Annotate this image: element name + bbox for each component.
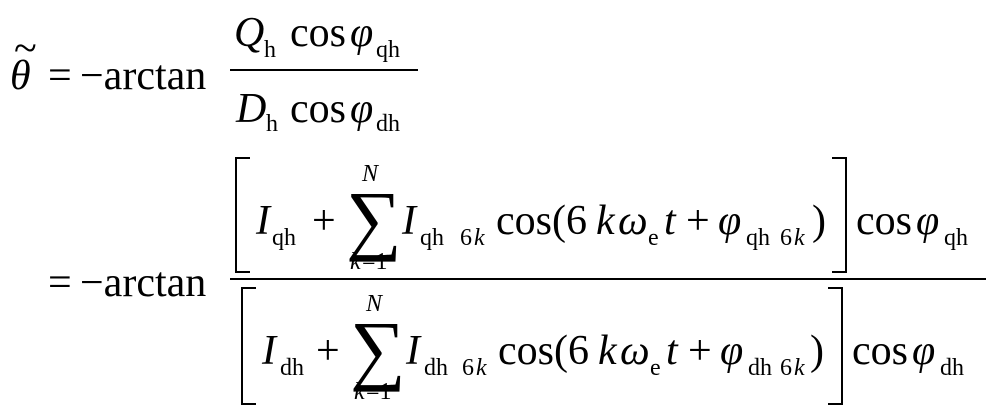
phi-symbol: φ [718,198,742,244]
cos-open: cos(6 [498,328,589,374]
plus-sign: + [316,328,340,374]
q-sub: h [264,37,276,63]
cos-text: cos [856,198,912,244]
neg-arctan: −arctan [80,260,207,306]
close-paren: ) [810,328,824,374]
sum-lower-eq: =1 [366,379,392,405]
ik-var: I [406,328,420,374]
sum-upper: N [366,291,383,317]
omega-symbol: ω [618,198,648,244]
i-sub: dh [280,355,304,381]
phi-sub: qh [376,37,400,63]
phi-sub-b: 6 [780,355,792,381]
cos-text: cos [290,10,346,56]
theta-symbol: θ [10,53,31,99]
plus-sign: + [686,198,710,244]
phi-sub-a: dh [748,355,772,381]
plus-sign: + [312,198,336,244]
d-sub: h [266,111,278,137]
i-sub: qh [272,225,296,251]
omega-sub: e [650,355,661,381]
ik-sub-c: k [476,355,487,381]
close-paren: ) [812,198,826,244]
cos-open: cos(6 [496,198,587,244]
ik-var: I [402,198,416,244]
sum-upper: N [362,161,379,187]
q-var: Q [234,10,265,56]
i-var: I [262,328,276,374]
phi-sub: dh [940,355,964,381]
ik-sub-c: k [474,225,485,251]
sum-lower-k: k [350,249,361,275]
t-var: t [666,328,678,374]
ik-sub-a: qh [420,225,444,251]
fraction-bar-1 [230,69,418,71]
plus-sign: + [688,328,712,374]
neg-arctan: −arctan [80,53,207,99]
ik-sub-b: 6 [462,355,474,381]
sum-symbol: ∑ [350,305,406,392]
sum-lower-k: k [354,379,365,405]
equals-sign: = [48,260,72,306]
phi-symbol: φ [720,328,744,374]
sum-lower-eq: =1 [362,249,388,275]
d-var: D [236,86,267,132]
phi-symbol: φ [350,10,374,56]
phi-sub-c: k [794,225,805,251]
k-var: k [596,198,615,244]
phi-sub: dh [376,111,400,137]
ik-sub-b: 6 [460,225,472,251]
tilde-accent: ~ [14,26,37,72]
omega-symbol: ω [620,328,650,374]
cos-text: cos [852,328,908,374]
sum-symbol: ∑ [346,175,402,262]
phi-symbol: φ [916,198,940,244]
omega-sub: e [648,225,659,251]
ik-sub-a: dh [424,355,448,381]
cos-text: cos [290,86,346,132]
i-var: I [256,198,270,244]
phi-symbol: φ [912,328,936,374]
phi-symbol: φ [350,86,374,132]
equals-sign: = [48,53,72,99]
phi-sub-c: k [794,355,805,381]
phi-sub-a: qh [746,225,770,251]
fraction-bar-2 [230,278,986,280]
k-var: k [598,328,617,374]
phi-sub: qh [944,225,968,251]
t-var: t [664,198,676,244]
phi-sub-b: 6 [780,225,792,251]
